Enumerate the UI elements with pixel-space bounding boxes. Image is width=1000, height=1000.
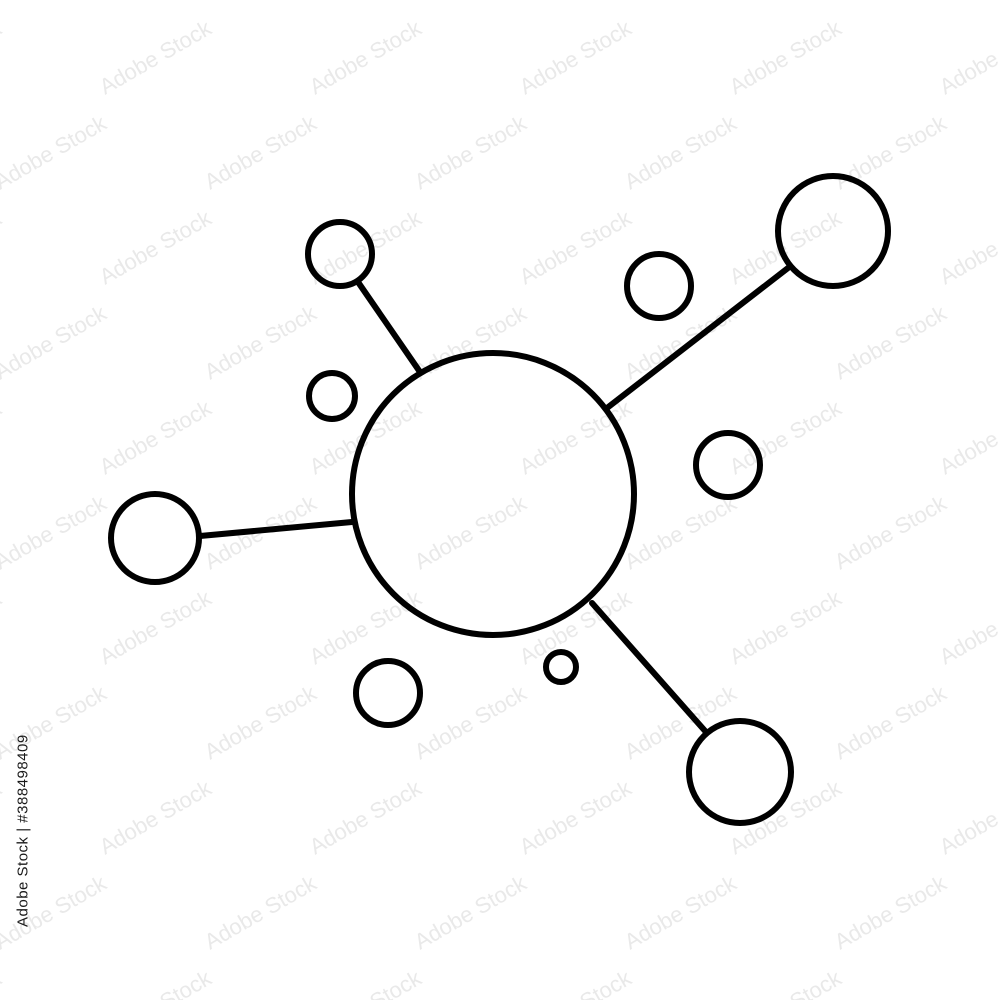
watermark-text: Adobe Stock (200, 110, 321, 195)
particle-circle-bottom-left (353, 658, 423, 728)
watermark-text: Adobe Stock (95, 775, 216, 860)
watermark-text: Adobe Stock (515, 15, 636, 100)
watermark-text: Adobe Stock (620, 870, 741, 955)
watermark-text: Adobe Stock (410, 680, 531, 765)
watermark-text: Adobe Stock (515, 775, 636, 860)
watermark-text: Adobe Stock (200, 300, 321, 385)
watermark-text: Adobe Stock (620, 490, 741, 575)
watermark-text: Adobe Stock (830, 490, 951, 575)
watermark-text: Adobe Stock (935, 775, 1000, 860)
watermark-text: Adobe Stock (515, 205, 636, 290)
watermark-text: Adobe Stock (830, 110, 951, 195)
connector-line-lower-right (589, 600, 709, 735)
watermark-text: Adobe Stock (305, 965, 426, 1000)
watermark-text: Adobe Stock (725, 205, 846, 290)
watermark-text: Adobe Stock (830, 300, 951, 385)
node-circle-left (108, 491, 202, 585)
watermark-text: Adobe Stock (95, 205, 216, 290)
watermark-text: Adobe Stock (935, 205, 1000, 290)
watermark-text: Adobe Stock (935, 585, 1000, 670)
particle-circle-bottom-small (543, 649, 579, 685)
watermark-text: Adobe Stock (410, 490, 531, 575)
watermark-text: Adobe Stock (515, 965, 636, 1000)
hub-node-circle (349, 350, 637, 638)
watermark-text: Adobe Stock (0, 965, 6, 1000)
connector-line-left (197, 519, 355, 539)
watermark-text: Adobe Stock (0, 205, 6, 290)
watermark-text: Adobe Stock (200, 0, 321, 4)
watermark-text: Adobe Stock (0, 585, 6, 670)
watermark-text: Adobe Stock (0, 395, 6, 480)
watermark-text: Adobe Stock (95, 585, 216, 670)
watermark-text: Adobe Stock (200, 870, 321, 955)
connector-line-upper-left (355, 279, 423, 375)
watermark-text: Adobe Stock (0, 15, 6, 100)
watermark-text: Adobe Stock (95, 965, 216, 1000)
watermark-text: Adobe Stock (830, 680, 951, 765)
watermark-text: Adobe Stock (935, 965, 1000, 1000)
node-circle-lower-right (686, 718, 794, 826)
watermark-text: Adobe Stock (725, 15, 846, 100)
watermark-text: Adobe Stock (200, 680, 321, 765)
watermark-text: Adobe Stock (410, 0, 531, 4)
node-circle-upper-right (775, 173, 891, 289)
watermark-text: Adobe Stock (0, 775, 6, 860)
watermark-text: Adobe Stock (95, 15, 216, 100)
particle-circle-right (693, 430, 763, 500)
watermark-text: Adobe Stock (830, 0, 951, 4)
watermark-text: Adobe Stock (0, 300, 111, 385)
watermark-text: Adobe Stock (305, 775, 426, 860)
watermark-text: Adobe Stock (725, 965, 846, 1000)
watermark-text: Adobe Stock (95, 395, 216, 480)
watermark-text: Adobe Stock (515, 395, 636, 480)
watermark-text: Adobe Stock (725, 585, 846, 670)
watermark-text: Adobe Stock (0, 0, 111, 4)
connector-line-upper-right (604, 265, 791, 411)
stock-id-label: Adobe Stock | #388498409 (14, 734, 32, 928)
watermark-text: Adobe Stock (0, 490, 111, 575)
watermark-text: Adobe Stock (410, 110, 531, 195)
watermark-text: Adobe Stock (935, 395, 1000, 480)
particle-circle-left (306, 370, 358, 422)
watermark-text: Adobe Stock (620, 0, 741, 4)
watermark-text: Adobe Stock (620, 110, 741, 195)
particle-circle-top-right (624, 251, 694, 321)
watermark-text: Adobe Stock (410, 870, 531, 955)
watermark-text: Adobe Stock (305, 585, 426, 670)
node-circle-upper-left (305, 219, 375, 289)
watermark-text: Adobe Stock (0, 110, 111, 195)
watermark-text: Adobe Stock (935, 15, 1000, 100)
watermark-text: Adobe Stock (830, 870, 951, 955)
watermark-text: Adobe Stock (305, 15, 426, 100)
